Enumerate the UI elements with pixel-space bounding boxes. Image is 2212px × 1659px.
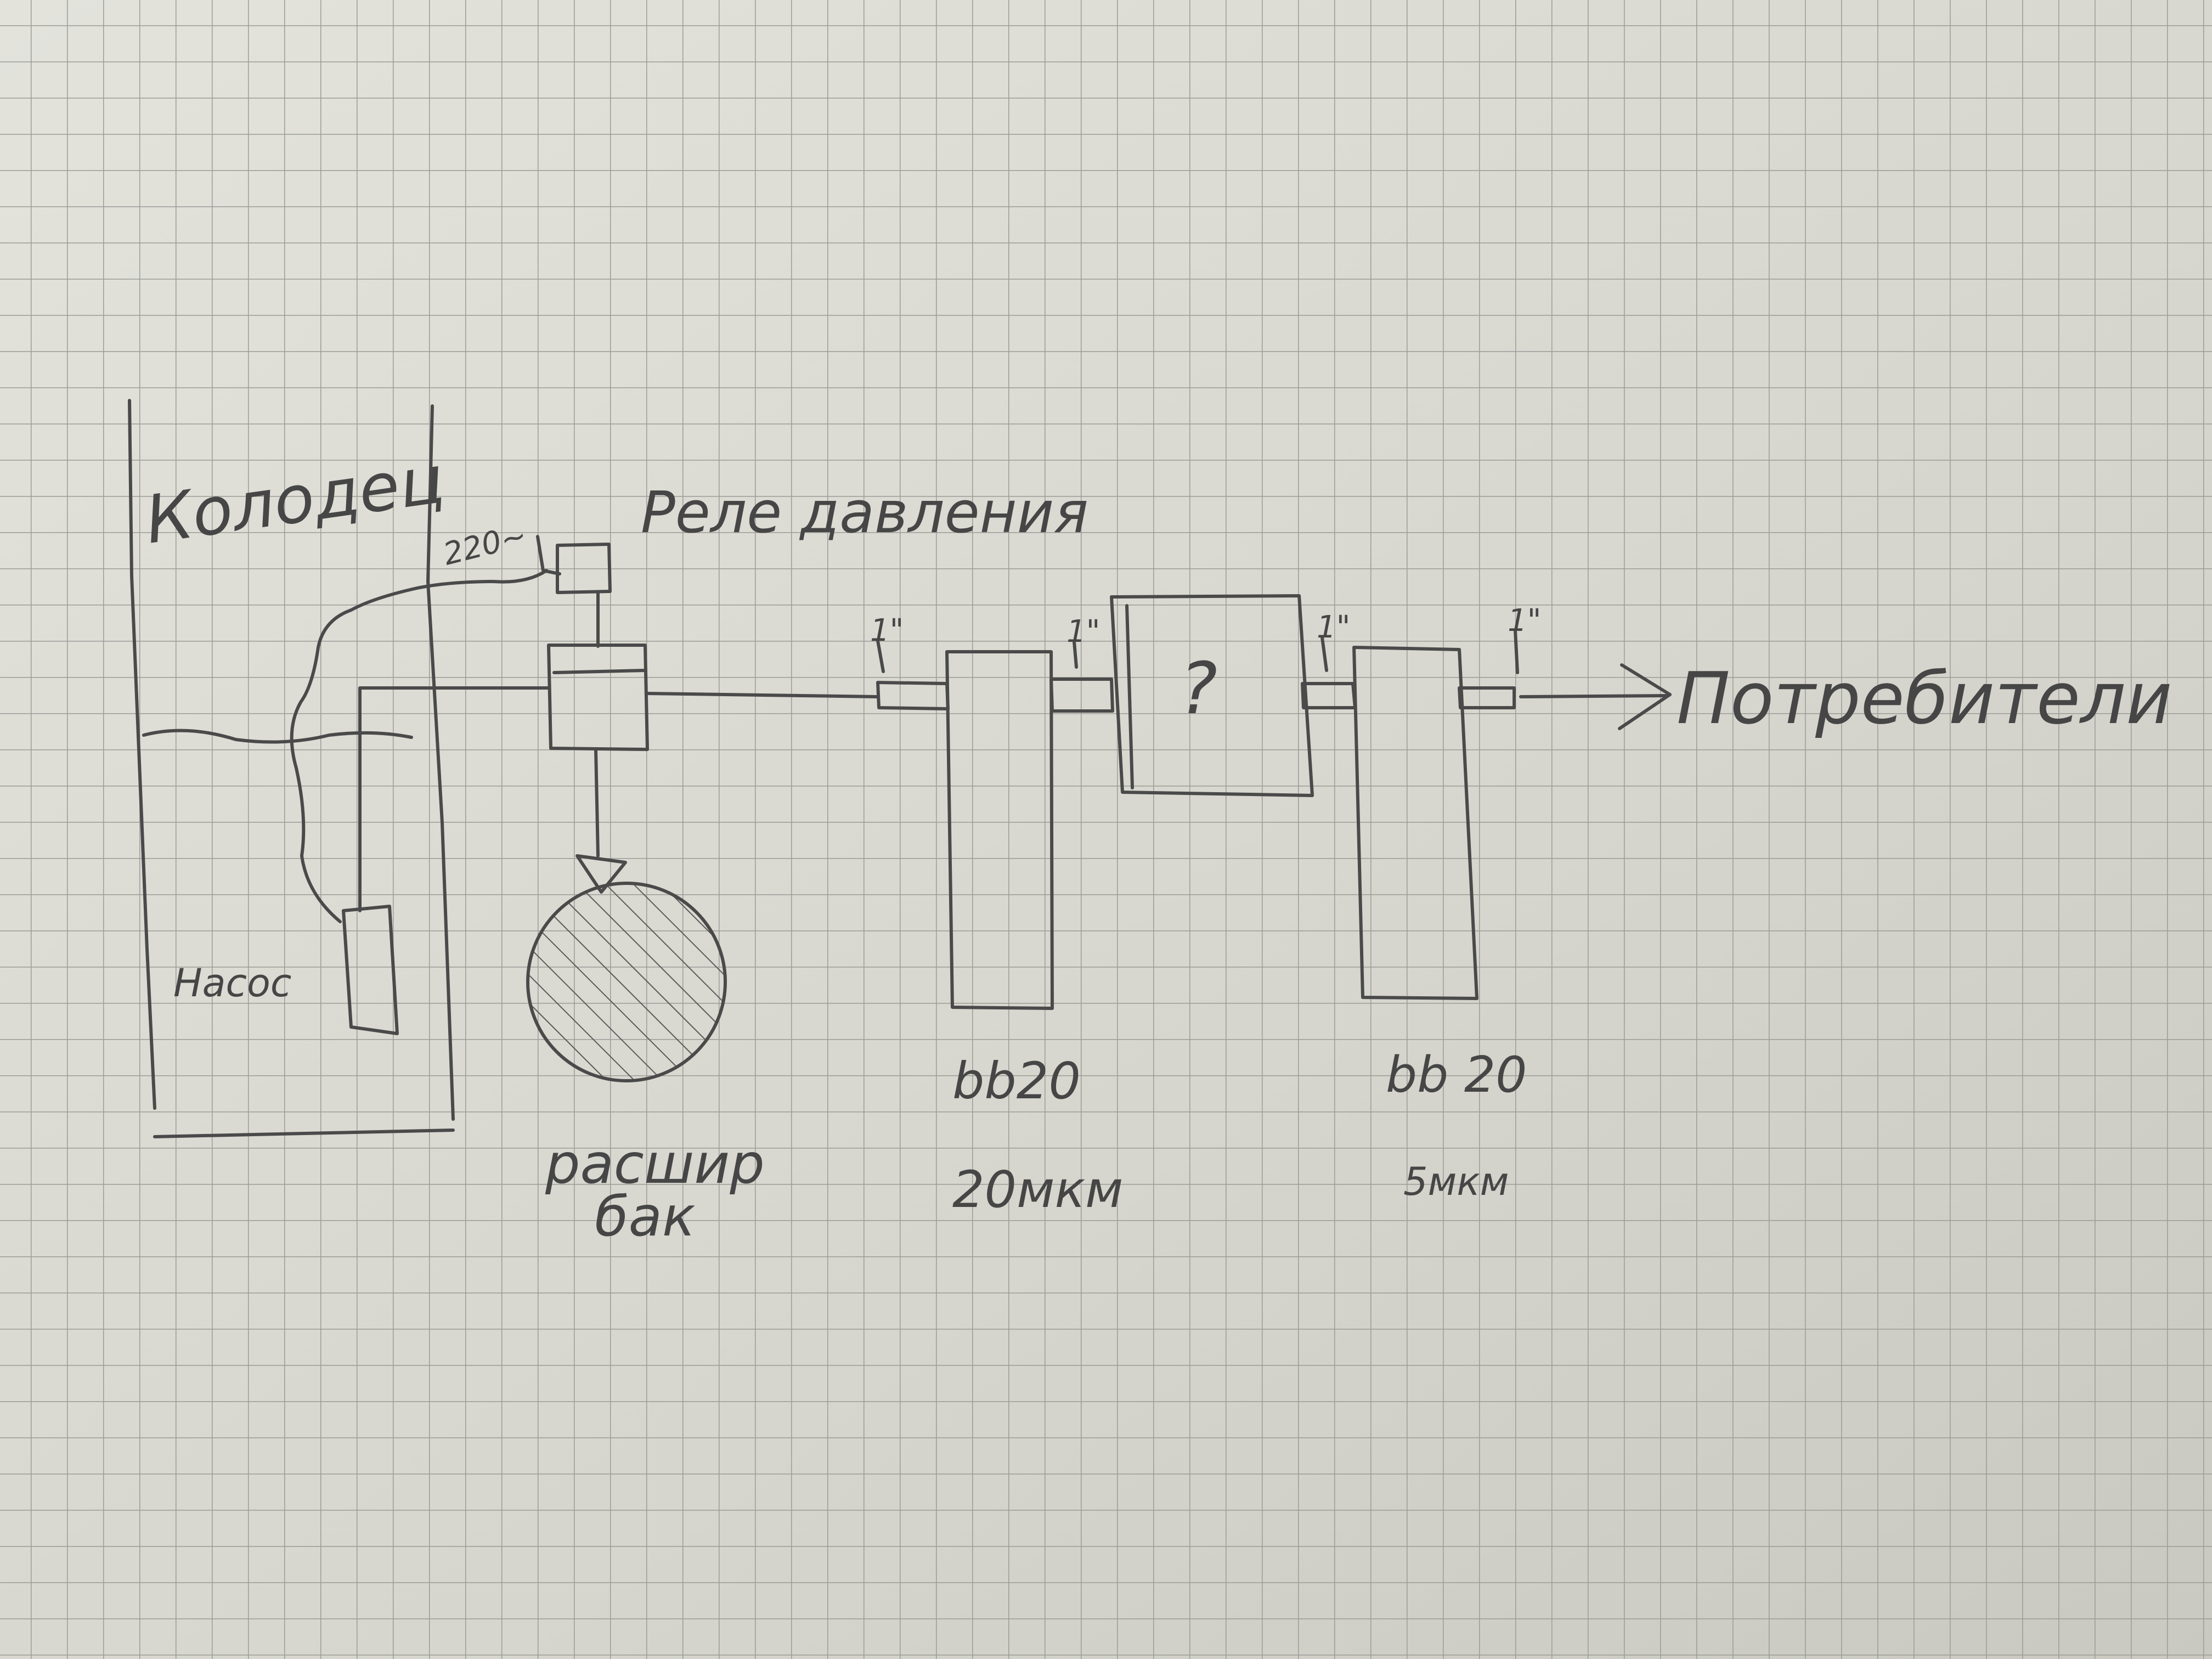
pump-body [342,905,399,1035]
label-tank-line2: бак [595,1184,695,1249]
fitting-label-3: 1" [1317,610,1350,645]
pump-riser [358,686,550,912]
label-pressure-switch: Реле давления [641,479,1088,546]
well-right-wall [426,404,455,1121]
label-pump: Насос [173,961,291,1006]
fitting-mark-4 [1514,629,1519,674]
flow-arrow-line [1519,694,1669,698]
expansion-tank [526,882,727,1082]
label-filter1-model: bb20 [952,1052,1081,1110]
label-tank-line1: расшир [545,1132,765,1196]
manifold-inner [552,669,647,674]
pressure-switch-box [556,543,612,594]
pipe-main [646,692,879,698]
label-filter2-rating: 5мкм [1403,1159,1509,1204]
fitting-label-1: 1" [870,613,904,648]
filter1-outlet-fitting [1049,678,1114,713]
unknown-unit-box [1110,594,1314,797]
label-consumers: Потребители [1677,657,2172,740]
label-filter1-rating: 20мкм [952,1160,1123,1219]
flow-arrow-head [1618,663,1672,730]
filter1-housing [945,650,1054,1010]
filter2-outlet-fitting [1458,686,1516,709]
fitting-mark-1 [876,639,885,673]
label-unknown-unit: ? [1180,647,1217,730]
tank-stem [594,748,600,857]
well-left-wall [128,399,156,1110]
label-filter2-model: bb 20 [1386,1046,1527,1104]
fitting-mark-2 [1073,640,1078,669]
well-water-level [142,729,413,744]
filter2-housing [1352,646,1479,1000]
fitting-label-2: 1" [1066,614,1100,650]
tank-nipple [575,854,627,894]
power-cable-stub [536,535,561,575]
pencil-drawing [128,399,1672,1138]
fitting-mark-3 [1321,636,1328,672]
manifold-block [547,644,649,751]
well-bottom [153,1128,455,1138]
unknown-unit-edge [1125,604,1134,789]
fitting-label-4: 1" [1508,603,1541,639]
power-cable [290,569,548,923]
